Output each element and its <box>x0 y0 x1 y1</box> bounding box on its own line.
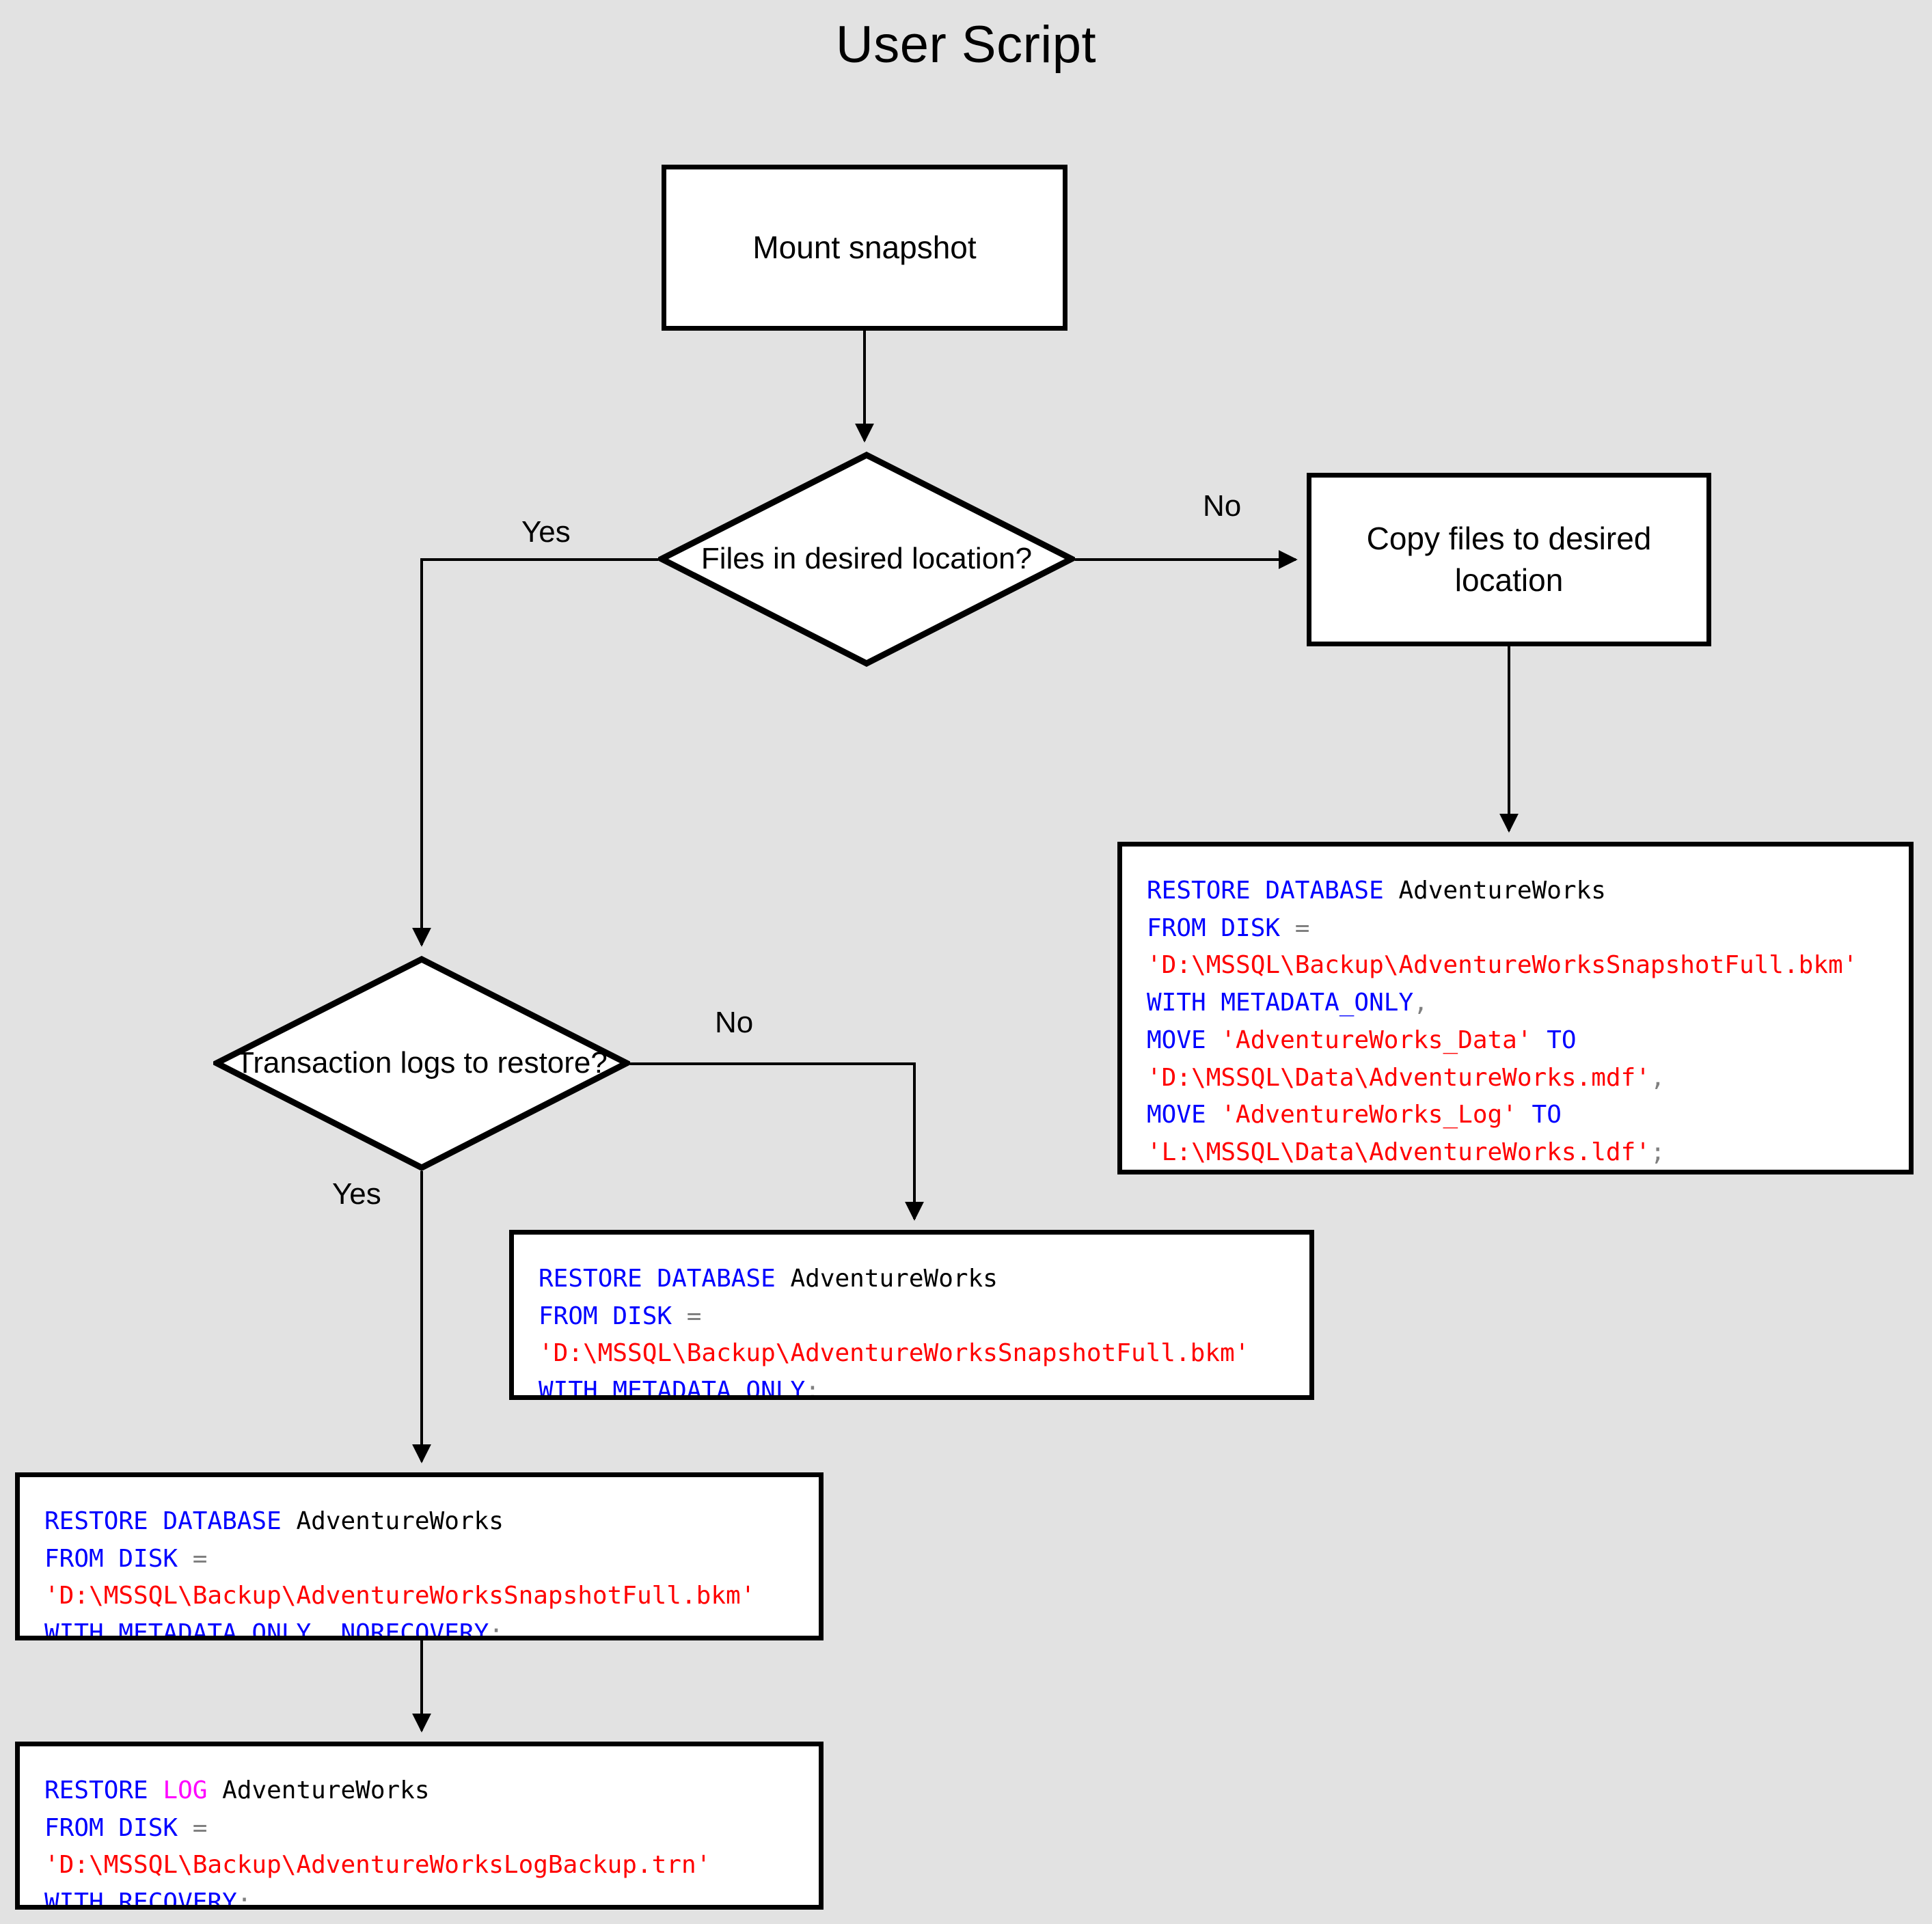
code-line: RESTORE LOG AdventureWorks <box>44 1772 819 1810</box>
code-token: 'L:\MSSQL\Data\AdventureWorks.ldf' <box>1147 1138 1650 1167</box>
node-mount-snapshot-label: Mount snapshot <box>752 230 977 266</box>
code-token: ; <box>236 1888 252 1910</box>
edge-label-files-no: No <box>1203 489 1242 523</box>
code-token: WITH RECOVERY <box>44 1888 237 1910</box>
code-line: FROM DISK = <box>1147 910 1909 948</box>
node-copy-files-to-desired-location[interactable]: Copy files to desired location <box>1307 473 1711 646</box>
code-line: 'D:\MSSQL\Backup\AdventureWorksSnapshotF… <box>1147 947 1909 985</box>
code-token: ; <box>1650 1138 1665 1167</box>
code-token: FROM DISK <box>1147 913 1295 942</box>
code-token: 'AdventureWorks_Data' <box>1221 1026 1532 1054</box>
code-line: FROM DISK = <box>539 1298 1309 1336</box>
diamond-shape <box>213 956 630 1171</box>
code-line: 'D:\MSSQL\Data\AdventureWorks.mdf', <box>1147 1060 1909 1097</box>
edge-label-logs-yes: Yes <box>332 1177 381 1211</box>
code-token: 'D:\MSSQL\Backup\AdventureWorksLogBackup… <box>44 1851 711 1880</box>
code-line: RESTORE DATABASE AdventureWorks <box>1147 872 1909 910</box>
node-copy-files-label: Copy files to desired location <box>1366 521 1652 598</box>
code-token: AdventureWorks <box>296 1507 504 1535</box>
code-token: , <box>311 1619 341 1640</box>
code-line: RESTORE DATABASE AdventureWorks <box>44 1503 819 1541</box>
code-token: TO <box>1532 1026 1577 1054</box>
code-token: WITH METADATA_ONLY <box>1147 989 1414 1017</box>
node-transaction-logs-to-restore[interactable]: Transaction logs to restore? <box>213 956 630 1171</box>
code-line: FROM DISK = <box>44 1541 819 1578</box>
code-line: WITH METADATA_ONLY, NORECOVERY; <box>44 1615 819 1640</box>
code-token: RESTORE DATABASE <box>539 1265 791 1293</box>
code-token: MOVE <box>1147 1026 1221 1054</box>
code-line: MOVE 'AdventureWorks_Log' TO <box>1147 1097 1909 1134</box>
code-token: ; <box>805 1377 820 1400</box>
code-token: = <box>686 1302 702 1330</box>
code-line: WITH METADATA_ONLY, <box>1147 985 1909 1022</box>
code-token: WITH METADATA_ONLY <box>539 1377 806 1400</box>
code-token: 'D:\MSSQL\Backup\AdventureWorksSnapshotF… <box>539 1339 1250 1368</box>
code-token: 'D:\MSSQL\Backup\AdventureWorksSnapshotF… <box>44 1582 756 1610</box>
code-token: TO <box>1516 1101 1562 1129</box>
code-line: 'L:\MSSQL\Data\AdventureWorks.ldf'; <box>1147 1134 1909 1170</box>
code-token: 'D:\MSSQL\Data\AdventureWorks.mdf' <box>1147 1063 1650 1092</box>
code-token: FROM DISK <box>44 1813 193 1842</box>
code-token: MOVE <box>1147 1101 1221 1129</box>
code-token: LOG <box>163 1776 208 1804</box>
code-token: RESTORE <box>44 1776 163 1804</box>
code-token: , <box>1413 989 1428 1017</box>
code-line: WITH METADATA_ONLY; <box>539 1373 1309 1400</box>
code-token: = <box>192 1813 208 1842</box>
code-line: 'D:\MSSQL\Backup\AdventureWorksSnapshotF… <box>539 1335 1309 1373</box>
code-token: NORECOVERY <box>340 1619 489 1640</box>
code-token: AdventureWorks <box>1398 877 1606 905</box>
code-line: MOVE 'AdventureWorks_Data' TO <box>1147 1022 1909 1060</box>
code-token: 'D:\MSSQL\Backup\AdventureWorksSnapshotF… <box>1147 951 1858 980</box>
code-token: RESTORE DATABASE <box>44 1507 297 1535</box>
code-token: = <box>1294 913 1310 942</box>
code-token: RESTORE DATABASE <box>1147 877 1399 905</box>
code-line: 'D:\MSSQL\Backup\AdventureWorksSnapshotF… <box>44 1578 819 1615</box>
code-token: AdventureWorks <box>790 1265 998 1293</box>
code-token: ; <box>489 1619 504 1640</box>
code-token: 'AdventureWorks_Log' <box>1221 1101 1517 1129</box>
code-line: FROM DISK = <box>44 1810 819 1847</box>
code-line: WITH RECOVERY; <box>44 1884 819 1910</box>
node-files-in-desired-location[interactable]: Files in desired location? <box>658 452 1075 667</box>
code-line: RESTORE DATABASE AdventureWorks <box>539 1261 1309 1298</box>
code-token: = <box>192 1544 208 1573</box>
diamond-shape <box>658 452 1075 667</box>
code-line: 'D:\MSSQL\Backup\AdventureWorksLogBackup… <box>44 1847 819 1884</box>
node-mount-snapshot[interactable]: Mount snapshot <box>662 165 1067 331</box>
page-title: User Script <box>835 16 1097 74</box>
code-token: , <box>1650 1063 1665 1092</box>
code-token: FROM DISK <box>44 1544 193 1573</box>
code-token: FROM DISK <box>539 1302 687 1330</box>
code-token: AdventureWorks <box>207 1776 430 1804</box>
code-token: WITH METADATA_ONLY <box>44 1619 312 1640</box>
edge-label-files-yes: Yes <box>521 515 571 549</box>
edge-label-logs-no: No <box>715 1006 754 1039</box>
